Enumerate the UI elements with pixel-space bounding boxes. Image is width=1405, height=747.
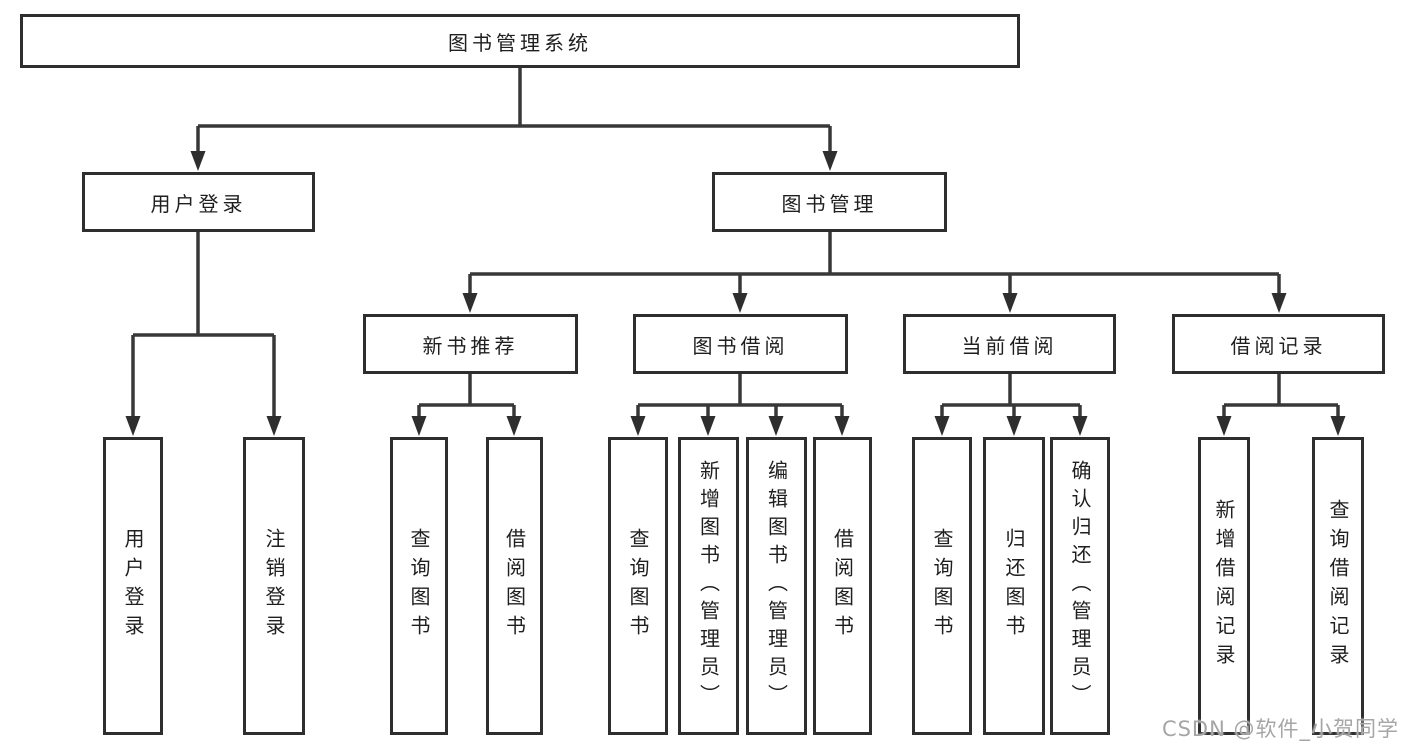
leaf-logout: 注销登录 — [243, 437, 305, 735]
leaf-current-confirm-return-admin-label: 确认归还（管理员） — [1068, 460, 1092, 712]
leaf-current-return-books: 归还图书 — [983, 437, 1045, 735]
node-new-book-recommend: 新书推荐 — [363, 314, 578, 374]
leaf-borrowing-query-books-label: 查询图书 — [626, 528, 650, 644]
leaf-records-query-record-label: 查询借阅记录 — [1326, 499, 1350, 673]
leaf-user-login-label: 用户登录 — [121, 528, 145, 644]
arrowheads — [125, 151, 1346, 436]
leaf-borrowing-borrow-books-label: 借阅图书 — [830, 528, 855, 644]
leaf-borrowing-add-books-admin: 新增图书（管理员） — [678, 437, 739, 735]
leaf-records-query-record: 查询借阅记录 — [1312, 437, 1364, 735]
csdn-watermark: CSDN @软件_小贺同学 — [1161, 717, 1399, 741]
leaf-borrowing-query-books: 查询图书 — [608, 437, 668, 735]
leaf-borrowing-edit-books-admin-label: 编辑图书（管理员） — [764, 460, 789, 712]
node-root-system: 图书管理系统 — [20, 14, 1020, 68]
leaf-recommend-borrow-books-label: 借阅图书 — [502, 528, 527, 644]
leaf-recommend-query-books-label: 查询图书 — [407, 528, 431, 644]
leaf-current-query-books-label: 查询图书 — [930, 528, 954, 644]
leaf-logout-label: 注销登录 — [262, 528, 286, 644]
leaf-borrowing-borrow-books: 借阅图书 — [813, 437, 872, 735]
node-user-login: 用户登录 — [82, 172, 315, 232]
leaf-borrowing-add-books-admin-label: 新增图书（管理员） — [696, 460, 721, 712]
leaf-current-query-books: 查询图书 — [912, 437, 972, 735]
leaf-borrowing-edit-books-admin: 编辑图书（管理员） — [746, 437, 807, 735]
leaf-user-login: 用户登录 — [103, 437, 163, 735]
leaf-current-confirm-return-admin: 确认归还（管理员） — [1050, 437, 1110, 735]
leaf-recommend-query-books: 查询图书 — [390, 437, 448, 735]
leaf-records-add-record: 新增借阅记录 — [1198, 437, 1250, 735]
node-borrowing-records: 借阅记录 — [1172, 314, 1385, 374]
leaf-recommend-borrow-books: 借阅图书 — [486, 437, 543, 735]
node-book-management: 图书管理 — [712, 172, 947, 232]
leaf-records-add-record-label: 新增借阅记录 — [1212, 499, 1236, 673]
node-current-borrowing: 当前借阅 — [903, 314, 1116, 374]
node-book-borrowing: 图书借阅 — [633, 314, 848, 374]
leaf-current-return-books-label: 归还图书 — [1002, 528, 1026, 644]
